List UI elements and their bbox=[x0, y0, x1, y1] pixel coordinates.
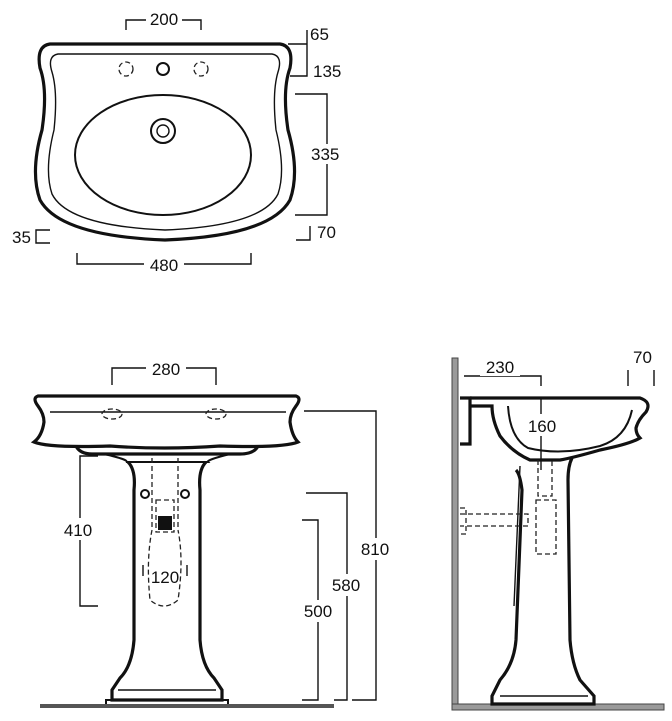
dim-label-70: 70 bbox=[317, 223, 336, 242]
wall-bracket bbox=[460, 396, 472, 446]
waste-pipe-hidden bbox=[147, 458, 182, 607]
top-view: 200 65 135 335 70 35 480 bbox=[12, 10, 347, 275]
dim-label-120: 120 bbox=[151, 568, 179, 587]
dim-label-580: 580 bbox=[332, 576, 360, 595]
side-view: 230 70 160 bbox=[451, 348, 665, 711]
front-view: 280 410 120 500 580 810 bbox=[30, 358, 395, 708]
waste-side-hidden bbox=[460, 460, 557, 555]
drain-inner-icon bbox=[156, 124, 170, 138]
tap-hole-left-icon bbox=[101, 408, 123, 420]
dim-label-480: 480 bbox=[150, 256, 178, 275]
dim-label-160: 160 bbox=[528, 417, 556, 436]
bolt-left-icon bbox=[140, 489, 150, 499]
dim-line-70 bbox=[296, 226, 311, 241]
waste-trap-outline bbox=[155, 499, 175, 533]
tap-hole-right-icon bbox=[193, 61, 209, 77]
dim-label-135: 135 bbox=[313, 62, 341, 81]
dim-line-65 bbox=[288, 30, 308, 45]
tap-hole-right-icon bbox=[205, 408, 227, 420]
basin-side-inner bbox=[507, 405, 633, 453]
dim-label-335: 335 bbox=[311, 145, 339, 164]
dim-label-280: 280 bbox=[152, 360, 180, 379]
dim-label-500: 500 bbox=[304, 602, 332, 621]
wall bbox=[451, 357, 459, 711]
waste-trap-icon bbox=[158, 516, 172, 530]
basin-outline-top bbox=[33, 42, 297, 242]
dim-label-200: 200 bbox=[150, 10, 178, 29]
basin-side bbox=[470, 396, 650, 462]
basin-front-rim bbox=[30, 394, 301, 450]
dim-line-120 bbox=[142, 565, 188, 576]
basin-underside bbox=[74, 445, 260, 456]
tap-hole-left-icon bbox=[118, 61, 134, 77]
dim-label-810: 810 bbox=[361, 540, 389, 559]
basin-bowl-bottom bbox=[103, 453, 231, 463]
dim-line-35 bbox=[35, 229, 50, 244]
dim-label-230: 230 bbox=[486, 358, 514, 377]
tap-hole-center-icon bbox=[156, 62, 170, 76]
bolt-right-icon bbox=[180, 489, 190, 499]
dim-line-135 bbox=[290, 44, 308, 77]
dim-line-230 bbox=[464, 375, 542, 386]
supply-pipe bbox=[513, 465, 521, 607]
dim-label-65: 65 bbox=[310, 25, 329, 44]
pedestal-side bbox=[490, 457, 596, 706]
dim-label-410: 410 bbox=[64, 521, 92, 540]
dim-line-580 bbox=[306, 492, 348, 701]
drain-icon bbox=[150, 118, 176, 144]
basin-inner-rim bbox=[47, 53, 283, 231]
dim-line-70-side bbox=[627, 370, 655, 386]
bowl-oval bbox=[74, 94, 252, 216]
dim-label-70-side: 70 bbox=[633, 348, 652, 367]
dim-label-35: 35 bbox=[12, 228, 31, 247]
